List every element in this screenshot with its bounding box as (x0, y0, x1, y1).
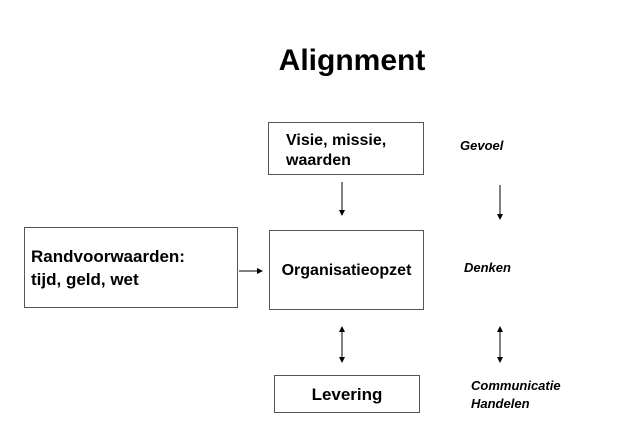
diagram-title: Alignment (278, 44, 426, 77)
denken-label: Denken (464, 260, 511, 275)
randvoorwaarden-box-line-2: tijd, geld, wet (31, 270, 139, 289)
visie-missie-waarden-box: Visie, missie, waarden (268, 122, 424, 175)
levering-box: Levering (274, 375, 420, 413)
communicatie-handelen-label: Communicatie Handelen (471, 377, 561, 413)
handelen-label-line: Handelen (471, 396, 530, 411)
visie-box-line-1: Visie, missie, (286, 132, 387, 149)
visie-box-line-2: waarden (286, 152, 351, 169)
randvoorwaarden-box-line-1: Randvoorwaarden: (31, 247, 185, 266)
communicatie-label-line: Communicatie (471, 378, 561, 393)
organisatieopzet-box: Organisatieopzet (269, 230, 424, 310)
gevoel-label: Gevoel (460, 138, 504, 153)
randvoorwaarden-box: Randvoorwaarden: tijd, geld, wet (24, 227, 238, 308)
